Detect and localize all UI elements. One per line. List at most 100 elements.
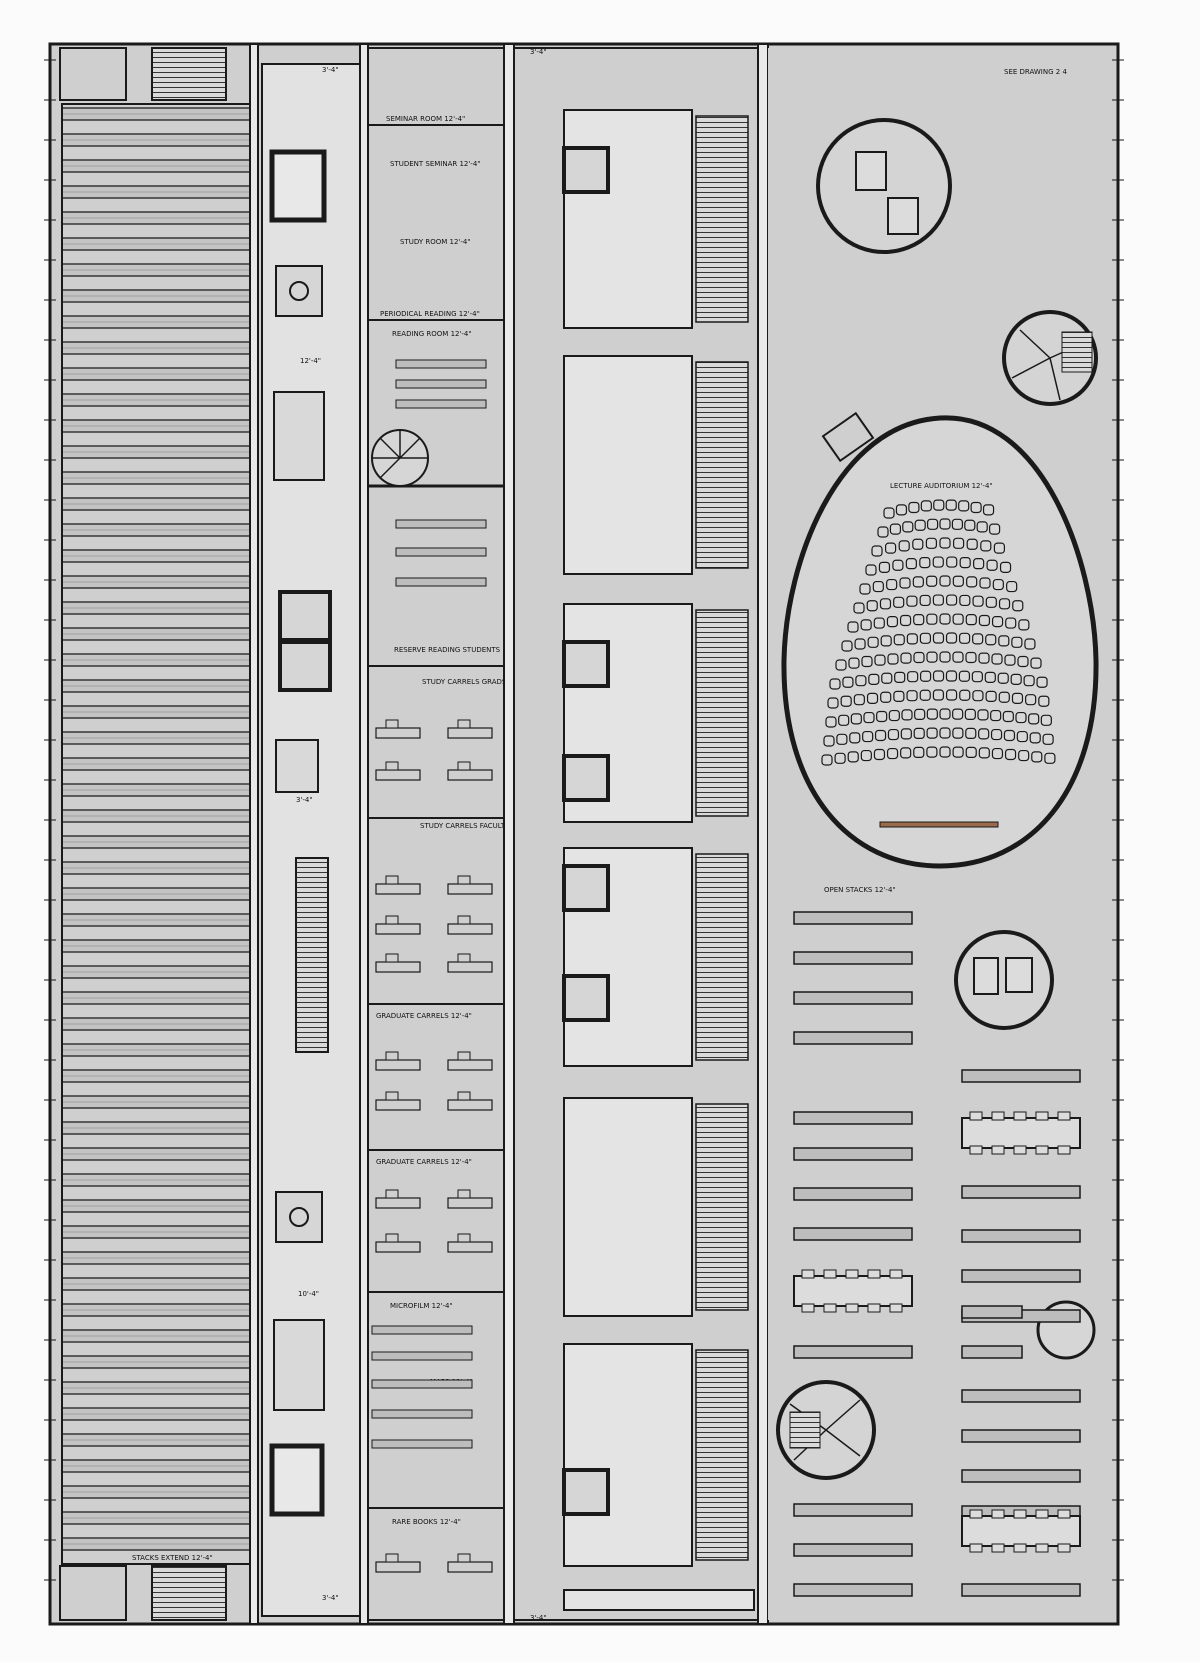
auditorium-seat: [1038, 695, 1050, 707]
room-chair: [385, 761, 399, 771]
wall-col1-col2: [249, 43, 259, 1625]
studio-room: [563, 109, 693, 329]
reading-chair: [991, 1509, 1005, 1519]
auditorium-seat: [872, 580, 884, 593]
auditorium-seat: [958, 500, 970, 512]
auditorium-seat: [978, 747, 990, 759]
auditorium-seat: [867, 636, 879, 648]
studio-elevator: [562, 640, 610, 688]
auditorium-seat: [978, 614, 991, 627]
auditorium-seat: [913, 614, 925, 626]
reading-chair: [991, 1145, 1005, 1155]
reading-chair: [889, 1303, 903, 1313]
auditorium-seat: [861, 655, 873, 668]
auditorium-seat: [906, 595, 918, 607]
reading-chair: [1013, 1145, 1027, 1155]
auditorium-seat: [959, 594, 971, 607]
shaft-symbol-lower: [289, 1207, 309, 1227]
auditorium-seat: [919, 689, 931, 701]
room-d-label: PERIODICAL READING 12'-4": [380, 310, 480, 318]
reading-chair: [1013, 1111, 1027, 1121]
stacks-bottom-stair: [151, 1565, 227, 1621]
studio-stair: [695, 1349, 749, 1561]
auditorium-seat: [906, 690, 918, 702]
room-j-label: GRADUATE CARRELS 12'-4": [376, 1158, 472, 1166]
stair-col2-mid-label: 3'-4": [296, 796, 313, 804]
room-desk: [375, 1059, 421, 1071]
auditorium-seat: [959, 556, 971, 569]
service-spine: 3'-4" 12'-4" 3'-4" 10'-4" 3'-4": [261, 63, 361, 1617]
auditorium-seat: [990, 709, 1002, 722]
room-desk: [447, 961, 493, 973]
reading-chair: [1035, 1111, 1049, 1121]
auditorium-seat: [952, 537, 965, 549]
auditorium-seat: [912, 538, 924, 550]
reading-shelf: [961, 1185, 1081, 1199]
studio-stair: [695, 361, 749, 569]
auditorium-seat: [912, 576, 924, 588]
auditorium-seat: [862, 730, 874, 743]
mechanical-shaft-lower: [275, 1191, 323, 1243]
reading-shelf: [793, 1345, 913, 1359]
reading-shelf: [961, 1389, 1081, 1403]
auditorium-seat: [985, 690, 997, 702]
auditorium-seat: [998, 635, 1010, 647]
reading-chair: [991, 1111, 1005, 1121]
auditorium-seat: [886, 616, 899, 628]
auditorium-seat: [886, 578, 898, 591]
auditorium-seat: [860, 749, 872, 762]
room-chair: [385, 953, 399, 963]
studio-elevator: [562, 146, 610, 194]
auditorium-seat: [926, 575, 938, 587]
reading-chair: [1057, 1543, 1071, 1553]
room-m-label: RARE BOOKS 12'-4": [392, 1518, 461, 1526]
auditorium-seat: [939, 518, 951, 530]
room-e-label: READING ROOM 12'-4": [392, 330, 472, 338]
auditorium-seat: [855, 675, 867, 687]
room-chair: [457, 1553, 471, 1563]
auditorium-seat: [1003, 729, 1016, 742]
reading-shelf: [793, 1147, 913, 1161]
auditorium-seat: [850, 713, 862, 725]
auditorium-seat: [887, 653, 899, 665]
round-restroom-top-stall-a: [855, 151, 887, 191]
room-chair: [457, 915, 471, 925]
reading-chair: [1035, 1509, 1049, 1519]
auditorium-seat: [866, 692, 879, 704]
reading-shelf: [961, 1469, 1081, 1483]
auditorium-seat: [985, 596, 997, 608]
auditorium-seat: [853, 602, 865, 614]
room-desk: [375, 727, 421, 739]
col2-bottom-label: 3'-4": [322, 1594, 339, 1602]
room-desk: [375, 883, 421, 895]
auditorium-seat: [1036, 676, 1048, 688]
restroom-lower: [273, 1319, 325, 1411]
auditorium-seat: [825, 716, 837, 728]
stacks-corner-block-top: [59, 47, 127, 101]
auditorium-seat: [893, 596, 905, 608]
auditorium-seat: [991, 653, 1003, 665]
room-desk: [375, 1197, 421, 1209]
stacks-bottom-label: STACKS EXTEND 12'-4": [132, 1554, 213, 1562]
auditorium-seat: [926, 708, 938, 720]
room-desk: [375, 1099, 421, 1111]
mechanical-shaft-upper: [275, 265, 323, 317]
auditorium-seat: [874, 729, 887, 742]
auditorium-entry: [821, 411, 875, 463]
auditorium-seat: [871, 545, 883, 557]
auditorium-seat: [894, 671, 906, 683]
room-shelf: [395, 577, 487, 587]
room-shelf: [371, 1439, 473, 1449]
reading-chair: [823, 1303, 837, 1313]
auditorium-seat: [1002, 710, 1014, 723]
auditorium-seat: [854, 638, 866, 650]
auditorium-seat: [964, 519, 976, 531]
auditorium-seat: [880, 635, 892, 647]
spiral-stair-treads: [372, 430, 428, 479]
auditorium-seat: [958, 632, 971, 644]
wall-col3-col4: [503, 43, 515, 1625]
room-chair: [385, 1233, 399, 1243]
room-desk: [447, 727, 493, 739]
auditorium-seat: [849, 732, 861, 744]
auditorium-seat: [973, 558, 985, 570]
